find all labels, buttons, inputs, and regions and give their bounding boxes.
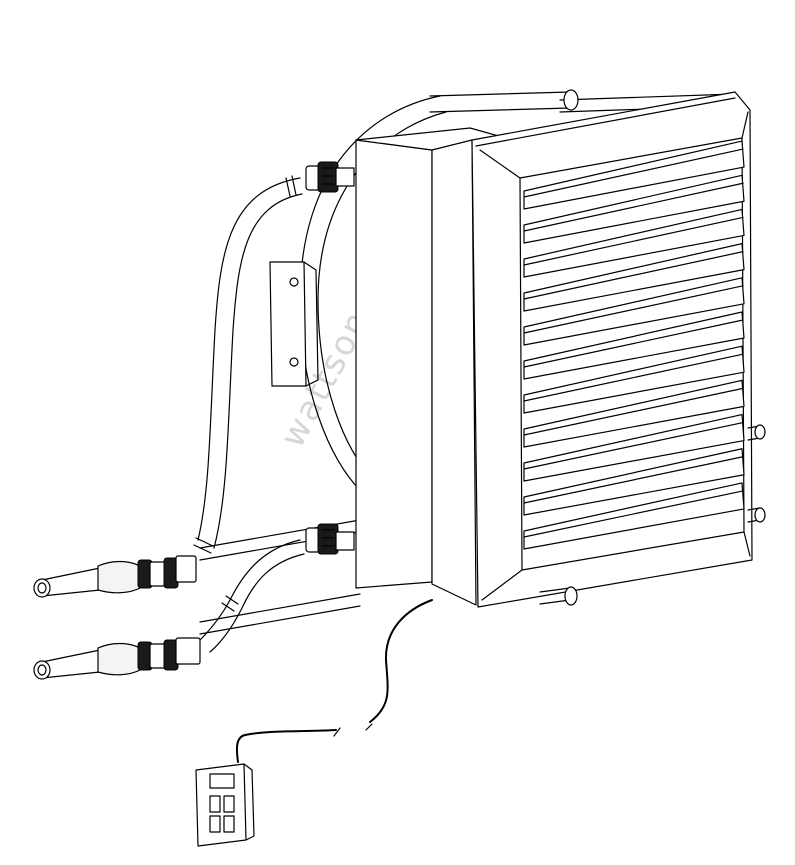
wall-bracket <box>269 261 319 387</box>
control-cable <box>235 599 433 763</box>
upper-inlet-pipe <box>33 555 197 598</box>
louver-edge <box>523 421 744 470</box>
lower-inlet-pipe <box>33 637 201 680</box>
louver-edge <box>523 182 744 232</box>
louver-edge <box>523 353 744 402</box>
top-pipe <box>429 89 579 113</box>
louver-blade <box>523 448 745 516</box>
lower-fitting <box>305 523 355 555</box>
louver-edge <box>523 456 744 504</box>
louver-edge <box>523 251 744 300</box>
louver-edge <box>523 490 744 538</box>
louver-blade <box>523 277 745 346</box>
louver-edge <box>523 148 744 198</box>
louver-blade <box>523 345 745 414</box>
louver-blade <box>523 413 745 482</box>
louver-blade <box>523 482 745 550</box>
louver-blade <box>523 208 745 278</box>
louver-blade <box>523 311 745 380</box>
louver-blade <box>523 243 745 312</box>
louver-edge <box>523 285 744 334</box>
louver-edge <box>523 387 744 436</box>
louver-grille <box>523 140 745 550</box>
louver-blade <box>523 174 745 244</box>
louver-edge <box>523 319 744 368</box>
louver-blade <box>523 140 745 210</box>
louver-blade <box>523 379 745 448</box>
right-pipe-stubs <box>539 424 766 606</box>
upper-fitting <box>305 161 355 193</box>
lower-hose <box>199 539 305 653</box>
louver-edge <box>523 216 744 266</box>
wall-controller <box>195 763 255 847</box>
upper-hose-ribs <box>193 175 297 554</box>
upper-hose <box>193 175 303 554</box>
